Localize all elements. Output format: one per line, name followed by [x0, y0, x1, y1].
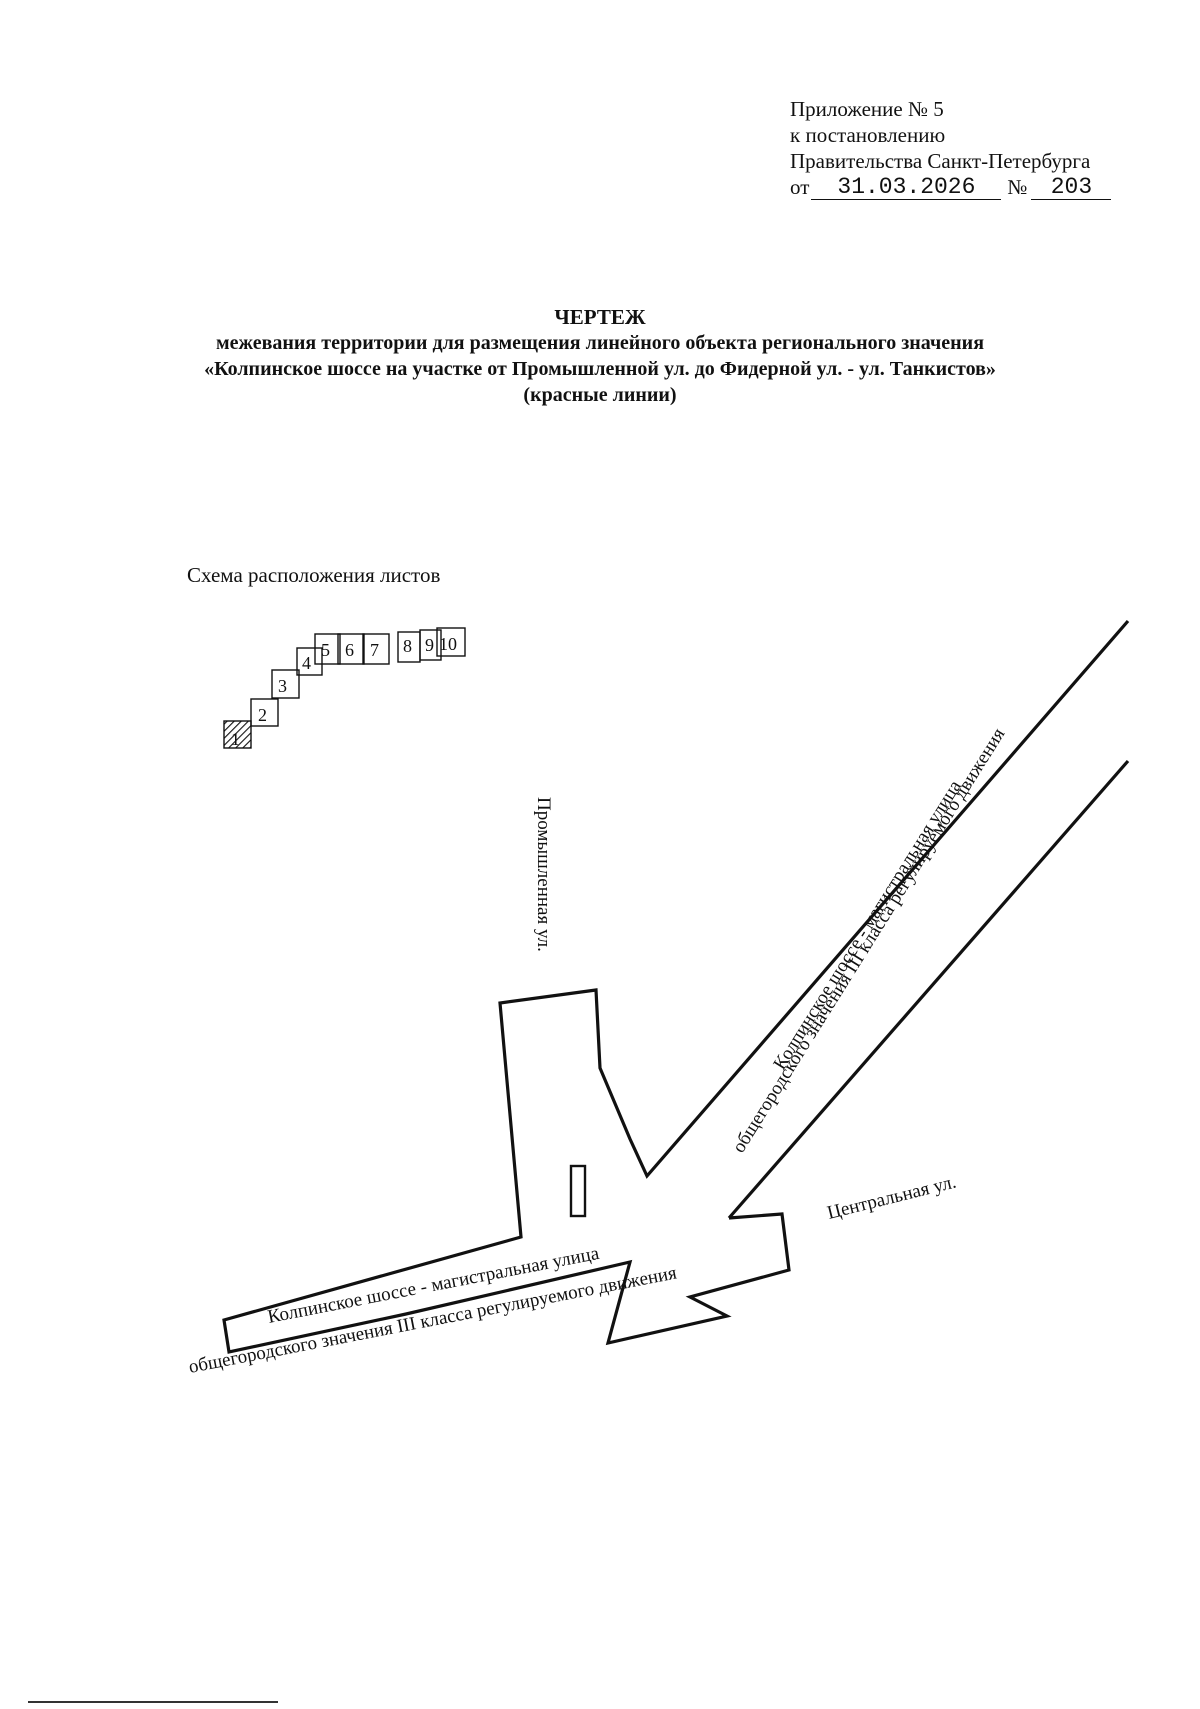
drawing-title-block: ЧЕРТЕЖ межевания территории для размещен…	[100, 304, 1100, 408]
sheet-10-frame	[436, 627, 466, 657]
resolution-date: 31.03.2026	[811, 175, 1002, 200]
sheet-3-frame	[271, 669, 300, 699]
sheet-1-frame	[223, 720, 252, 749]
drawing-heading: ЧЕРТЕЖ	[554, 305, 646, 329]
sheet-7-frame	[362, 633, 390, 665]
traffic-island	[569, 1164, 587, 1218]
sheet-5-frame	[314, 633, 341, 665]
sheet-4: 4	[296, 647, 323, 676]
sheet-7: 7	[362, 633, 390, 665]
sheet-8-label: 8	[403, 636, 412, 656]
red-line-north	[222, 619, 1130, 1354]
sheet-9: 9	[419, 629, 442, 661]
red-lines	[222, 619, 1130, 1354]
street-label-kolpino-ne-line2: общегородского значения III класса регул…	[728, 724, 1009, 1156]
sheet-8: 8	[397, 631, 421, 663]
sheet-scheme-label: Схема расположения листов	[187, 563, 441, 587]
sheet-2-label: 2	[258, 705, 267, 725]
sheet-layout-scheme: 1 2 3 4 5 6 7	[223, 627, 466, 749]
sheet-6-frame	[337, 633, 365, 665]
appendix-resolution: к постановлению	[790, 123, 946, 147]
number-sign: №	[1007, 175, 1028, 199]
sheet-10-label: 10	[439, 634, 457, 654]
appendix-government: Правительства Санкт-Петербурга	[790, 149, 1091, 173]
footer-rule	[28, 1701, 278, 1703]
sheet-4-label: 4	[302, 653, 311, 673]
sheet-3: 3	[271, 669, 300, 699]
sheet-7-label: 7	[370, 640, 379, 660]
drawing-title-line1: межевания территории для размещения лине…	[215, 332, 985, 354]
sheet-10: 10	[436, 627, 466, 657]
sheet-1: 1	[223, 720, 252, 749]
appendix-block: Приложение № 5 к постановлению Правитель…	[790, 96, 1120, 200]
sheet-5: 5	[314, 633, 341, 665]
sheet-3-label: 3	[278, 676, 287, 696]
sheet-9-label: 9	[425, 635, 434, 655]
sheet-2: 2	[250, 698, 279, 727]
appendix-number: Приложение № 5	[790, 97, 944, 121]
sheet-9-frame	[419, 629, 442, 661]
sheet-6-label: 6	[345, 640, 354, 660]
red-line-south	[727, 759, 1130, 1220]
resolution-number: 203	[1031, 175, 1112, 200]
appendix-date-line: от 31.03.2026 № 203	[790, 174, 1120, 200]
sheet-2-frame	[250, 698, 279, 727]
sheet-4-frame	[296, 647, 323, 676]
drawing-title-line2: «Колпинское шоссе на участке от Промышле…	[204, 358, 996, 380]
sheet-6: 6	[337, 633, 365, 665]
sheet-1-label: 1	[231, 729, 240, 749]
drawing-title-line3: (красные линии)	[523, 384, 677, 406]
sheet-5-label: 5	[321, 640, 330, 660]
street-label-promyshlennaya: Промышленная ул.	[533, 797, 554, 952]
date-prefix: от	[790, 175, 810, 199]
street-label-tsentralnaya: Центральная ул.	[825, 1172, 958, 1224]
